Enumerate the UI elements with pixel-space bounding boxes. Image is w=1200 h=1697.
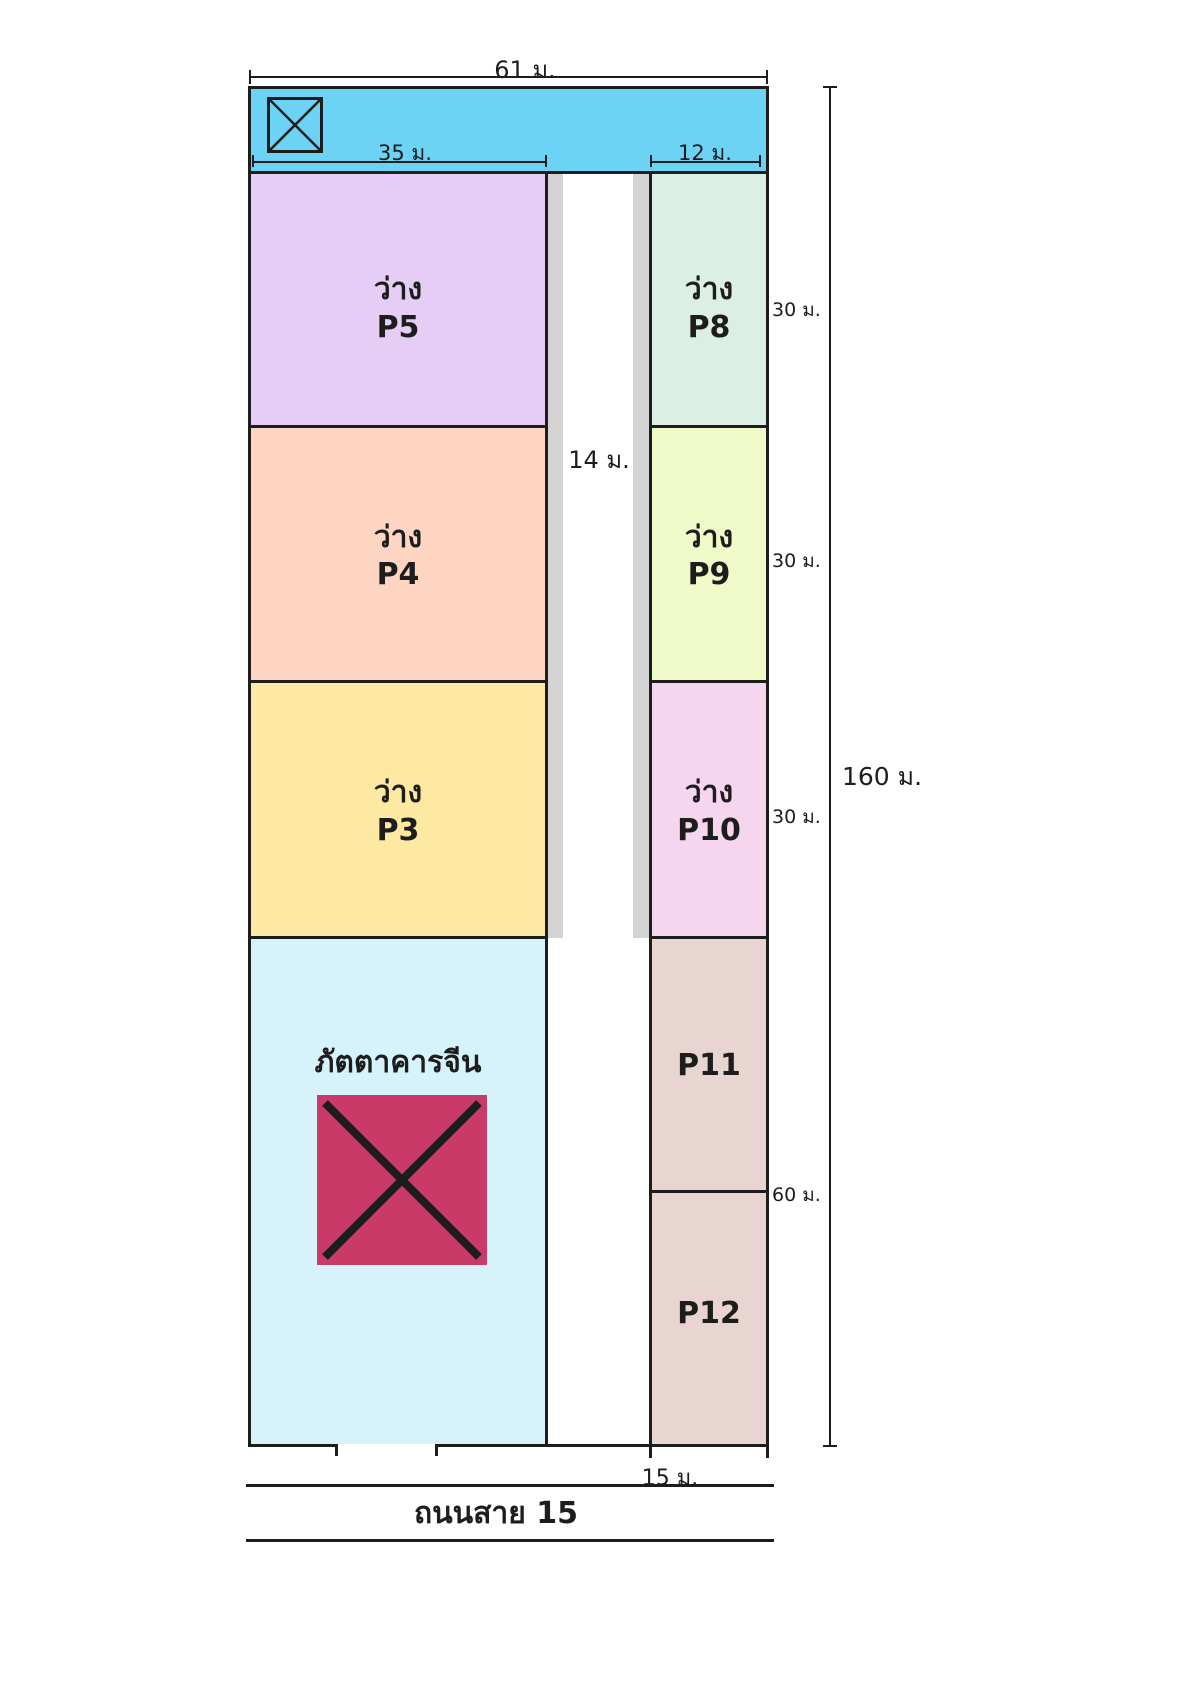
bottom-width-tick-left <box>649 1444 652 1458</box>
total-length-label: 160 ม. <box>842 762 923 791</box>
boxed-x-icon <box>267 97 323 153</box>
plot-p8-status: ว่าง <box>684 272 734 307</box>
total-width-tick-left <box>249 70 251 84</box>
right-width-label: 12 ม. <box>678 141 732 165</box>
plot-p4-code: P4 <box>376 557 420 592</box>
bottom-road-gap-line <box>548 1444 649 1447</box>
road-name: ถนนสาย 15 <box>413 1496 579 1531</box>
entrance-tick-left <box>335 1444 338 1456</box>
road-sidewalk-left <box>548 174 563 938</box>
restaurant-label: ภัตตาคารจีน <box>314 1045 482 1080</box>
road-sidewalk-right <box>633 174 650 938</box>
plot-p9-status: ว่าง <box>684 520 734 555</box>
plot-p3-code: P3 <box>376 813 420 848</box>
plot-p5[interactable]: ว่าง P5 <box>248 171 548 428</box>
plot-p4-status: ว่าง <box>373 520 423 555</box>
left-width-label: 35 ม. <box>378 141 432 165</box>
plot-restaurant[interactable]: ภัตตาคารจีน <box>248 936 548 1447</box>
right-width-tick-left <box>650 155 652 167</box>
left-width-tick-right <box>545 155 547 167</box>
plot-p10[interactable]: ว่าง P10 <box>649 680 769 939</box>
plot-p9-code: P9 <box>687 557 731 592</box>
p8-depth-label: 30 ม. <box>772 299 821 321</box>
total-length-dimension-line <box>829 86 831 1447</box>
total-width-tick-right <box>766 70 768 84</box>
right-width-dimension-line <box>650 161 760 163</box>
entrance-tick-right <box>435 1444 438 1456</box>
total-length-tick-top <box>823 86 837 88</box>
road-width-label: 14 ม. <box>568 446 630 474</box>
plot-p4[interactable]: ว่าง P4 <box>248 425 548 683</box>
plot-p11[interactable]: P11 <box>649 936 769 1193</box>
plot-p5-status: ว่าง <box>373 272 423 307</box>
plot-p12-code: P12 <box>677 1296 741 1331</box>
plot-p3[interactable]: ว่าง P3 <box>248 680 548 939</box>
plot-p5-code: P5 <box>376 310 420 345</box>
plot-p10-status: ว่าง <box>684 775 734 810</box>
p9-depth-label: 30 ม. <box>772 550 821 572</box>
restaurant-x-marker-icon <box>317 1095 487 1265</box>
p10-depth-label: 30 ม. <box>772 806 821 828</box>
plot-p9[interactable]: ว่าง P9 <box>649 425 769 683</box>
bottom-width-label: 15 ม. <box>641 1466 699 1491</box>
p11-p12-depth-label: 60 ม. <box>772 1184 821 1206</box>
plot-p3-status: ว่าง <box>373 775 423 810</box>
total-width-label: 61 ม. <box>494 56 556 84</box>
plot-p11-code: P11 <box>677 1048 741 1083</box>
plot-p10-code: P10 <box>677 813 741 848</box>
plot-p8-code: P8 <box>687 310 731 345</box>
total-length-tick-bottom <box>823 1445 837 1447</box>
left-width-tick-left <box>252 155 254 167</box>
entrance-gap <box>338 1444 435 1447</box>
road-top-line <box>246 1484 774 1487</box>
road-bottom-line <box>246 1539 774 1542</box>
left-width-dimension-line <box>252 161 546 163</box>
plot-p12[interactable]: P12 <box>649 1190 769 1447</box>
bottom-width-tick-right <box>766 1444 769 1458</box>
right-width-tick-right <box>759 155 761 167</box>
bottom-boundary-right <box>649 1444 769 1447</box>
total-width-dimension-line <box>250 76 767 78</box>
plot-p8[interactable]: ว่าง P8 <box>649 171 769 428</box>
